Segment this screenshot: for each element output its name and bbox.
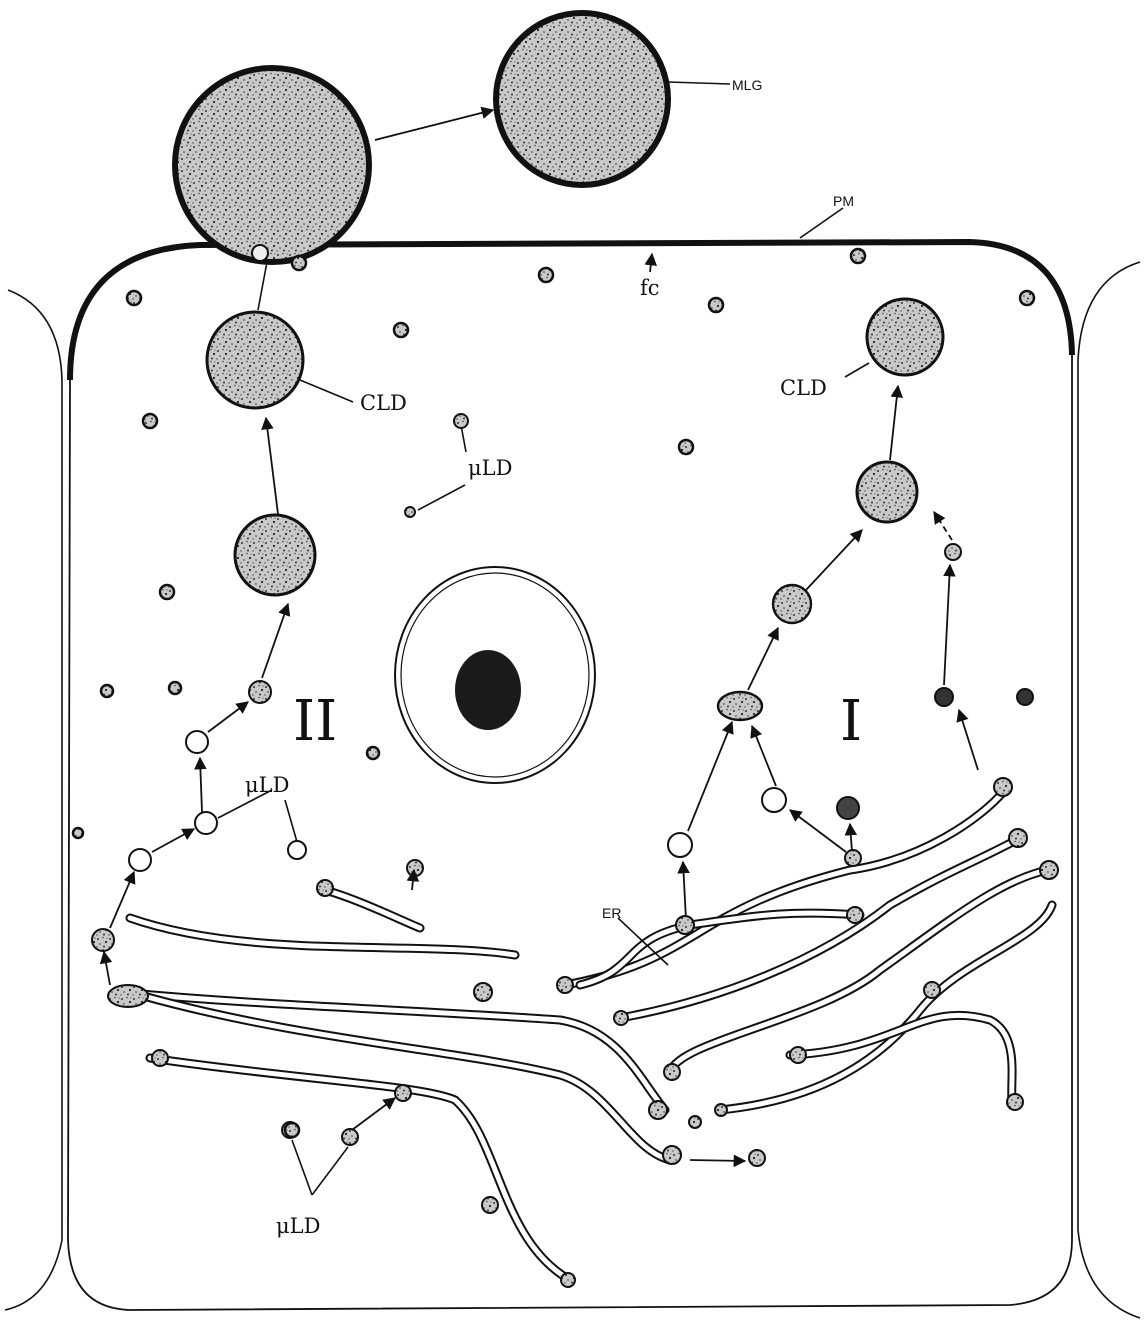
cytoplasmic-lipid-droplet-left: [207, 312, 303, 408]
micro-droplet: [288, 841, 306, 859]
micro-droplet: [405, 507, 415, 517]
cytoplasmic-lipid-droplet-right: [867, 299, 943, 375]
cld-right-leader: [845, 363, 869, 377]
growing-lipid-droplet-left: [235, 515, 315, 595]
micro-droplet: [186, 731, 208, 753]
uld-top-leader-2: [418, 485, 465, 510]
er-bud-arrow-2: [352, 1098, 395, 1130]
uld-top-leader: [461, 425, 466, 452]
cld-left-leader: [300, 380, 353, 402]
pathway-one-label: I: [840, 689, 862, 754]
endoplasmic-reticulum-left: [120, 890, 670, 1280]
nucleolus: [455, 650, 521, 730]
fusing-droplet: [252, 245, 268, 261]
milk-lipid-globule: [496, 13, 668, 185]
small-lipid-droplet: [773, 585, 811, 623]
left-arrow-2: [262, 604, 288, 678]
right-arrow-7: [688, 722, 732, 831]
micro-droplet: [935, 688, 953, 706]
fc-label: fc: [640, 276, 660, 300]
uld-mid-label: μLD: [245, 773, 289, 797]
budding-droplet: [92, 929, 114, 951]
left-arrow-3: [208, 702, 248, 732]
left-arrow-5: [152, 829, 194, 852]
fusing-micro-droplets: [718, 692, 762, 720]
endoplasmic-reticulum-right: [565, 790, 1052, 1110]
er-release-arrow: [690, 1160, 745, 1161]
micro-droplet: [195, 812, 217, 834]
pathway-two-label: II: [293, 689, 337, 754]
left-arrow-7: [104, 952, 110, 985]
right-arrow-9: [752, 726, 776, 786]
mlg-label: MLG: [732, 77, 762, 93]
left-arrow-1: [266, 418, 278, 514]
right-arrow-1: [890, 386, 898, 460]
neighbor-cell-right: [1078, 262, 1140, 1318]
uld-bottom-leader-2: [312, 1147, 348, 1195]
micro-droplet: [945, 544, 961, 560]
left-connector-top: [258, 262, 267, 310]
uld-top-label: μLD: [468, 456, 512, 480]
secretion-arrow: [375, 110, 493, 140]
micro-droplet: [129, 849, 151, 871]
uld-mid-leader-2: [285, 800, 297, 842]
uld-bottom-label: μLD: [276, 1214, 320, 1238]
left-arrow-4: [200, 758, 202, 812]
right-arrow-8: [683, 862, 686, 920]
fc-arrow: [650, 254, 652, 272]
cell-outline: [68, 242, 1072, 1310]
uld-bottom-leader: [292, 1140, 312, 1195]
right-arrow-3: [748, 628, 778, 690]
micro-droplet: [837, 797, 859, 819]
cld-right-label: CLD: [780, 376, 827, 400]
micro-droplet: [762, 788, 786, 812]
mlg-leader: [668, 82, 730, 84]
right-arrow-5: [944, 565, 950, 685]
micro-droplet: [454, 414, 468, 428]
right-arrow-4: [934, 512, 952, 540]
micro-droplet: [668, 833, 692, 857]
pm-label: PM: [833, 193, 854, 209]
right-arrow-11: [850, 824, 852, 852]
right-arrow-10: [790, 810, 846, 852]
pm-leader: [800, 208, 843, 238]
neighbor-cell-left: [5, 290, 62, 1310]
micro-droplet: [1017, 689, 1033, 705]
right-arrow-2: [806, 530, 862, 590]
small-droplet: [249, 681, 271, 703]
right-arrow-6: [959, 710, 978, 770]
secreting-lipid-globule: [175, 68, 369, 262]
growing-lipid-droplet-right: [857, 462, 917, 522]
er-label: ER: [602, 905, 621, 921]
cld-left-label: CLD: [360, 391, 407, 415]
